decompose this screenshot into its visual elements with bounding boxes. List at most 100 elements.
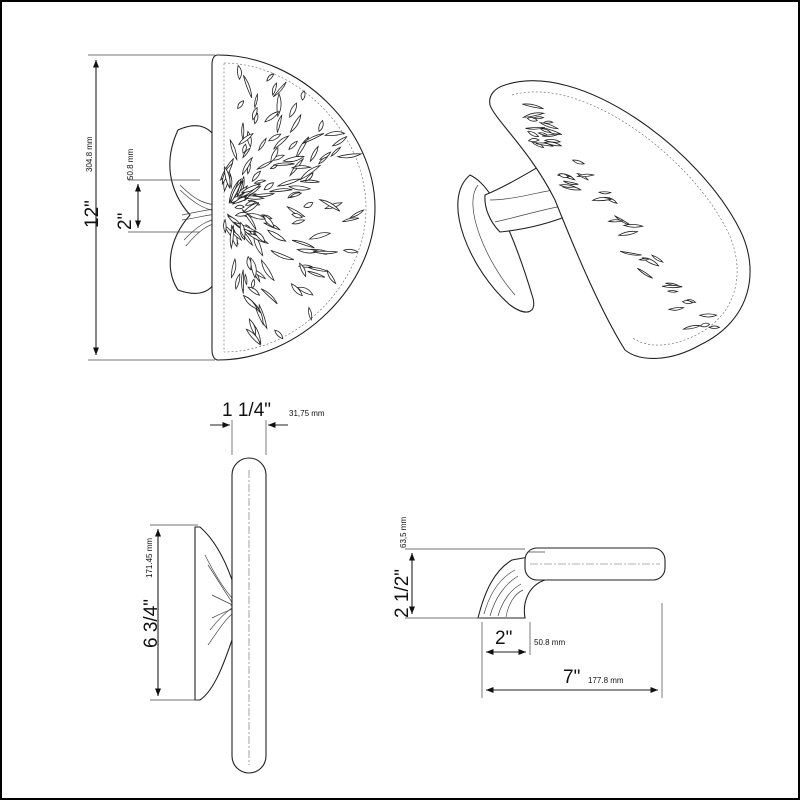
coral-hole <box>576 173 596 178</box>
coral-hole <box>230 181 242 204</box>
coral-hole <box>291 239 315 249</box>
side-diameter-mm: 31,75 mm <box>289 409 325 418</box>
coral-hole <box>269 188 293 193</box>
coral-hole <box>234 204 245 210</box>
coral-hole <box>620 250 642 256</box>
coral-hole <box>708 325 721 329</box>
coral-hole <box>245 328 262 346</box>
coral-hole <box>296 286 314 296</box>
coral-hole <box>532 116 545 120</box>
coral-hole <box>286 205 306 218</box>
coral-hole <box>638 257 651 261</box>
coral-hole <box>289 113 302 134</box>
coral-hole <box>522 103 544 110</box>
coral-hole <box>302 133 325 144</box>
top-length-inch: 7" <box>563 667 580 688</box>
coral-hole <box>289 102 297 118</box>
coral-hole <box>323 131 346 136</box>
coral-hole <box>699 322 711 328</box>
coral-hole <box>235 273 241 291</box>
coral-hole <box>637 267 653 279</box>
coral-hole <box>223 218 227 234</box>
coral-hole <box>336 153 363 159</box>
front-rose-mm: 50.8 mm <box>126 149 135 180</box>
coral-hole <box>276 114 283 134</box>
coral-hole <box>539 128 552 133</box>
front-height-mm: 304.8 mm <box>85 136 94 172</box>
coral-hole <box>254 92 258 109</box>
coral-hole <box>251 278 256 290</box>
coral-hole <box>330 146 342 158</box>
top-length-mm: 177.8 mm <box>588 676 624 685</box>
coral-hole <box>308 232 332 240</box>
coral-hole <box>525 127 546 130</box>
top-projection-inch: 2 1/2" <box>392 569 413 618</box>
coral-hole <box>617 230 639 236</box>
coral-hole <box>291 219 306 225</box>
coral-hole <box>224 165 231 189</box>
coral-hole <box>686 299 697 303</box>
coral-hole <box>276 92 282 118</box>
coral-hole <box>535 142 554 147</box>
coral-hole <box>661 284 683 289</box>
coral-hole <box>526 116 538 122</box>
coral-hole <box>622 223 645 228</box>
top-view: 2 1/2" 63,5 mm 2" 50.8 mm 7" 177.8 mm <box>392 517 666 698</box>
coral-hole <box>349 209 365 219</box>
coral-hole <box>667 307 685 311</box>
coral-hole <box>268 133 282 142</box>
coral-hole <box>240 183 262 193</box>
coral-hole <box>270 250 294 261</box>
coral-hole <box>521 112 546 118</box>
coral-hole <box>242 294 258 310</box>
coral-hole <box>236 180 244 197</box>
coral-hole <box>303 202 314 208</box>
coral-hole <box>607 219 624 223</box>
coral-hole <box>274 329 284 340</box>
coral-hole <box>541 133 560 137</box>
coral-hole <box>237 100 245 110</box>
coral-hole <box>571 159 586 165</box>
coral-hole <box>243 228 253 235</box>
coral-hole <box>342 217 359 223</box>
coral-hole <box>591 197 613 202</box>
coral-hole <box>271 82 278 97</box>
coral-hole <box>287 185 312 191</box>
coral-hole <box>230 257 237 279</box>
coral-hole <box>318 119 324 133</box>
coral-hole <box>597 191 612 195</box>
coral-hole <box>288 140 298 151</box>
coral-hole <box>241 156 253 176</box>
front-view: 12" 304.8 mm 2" 50.8 mm <box>82 54 376 361</box>
coral-hole <box>666 290 679 293</box>
coral-hole <box>273 135 290 150</box>
coral-hole <box>237 132 254 146</box>
coral-hole <box>266 229 287 242</box>
coral-hole <box>258 137 267 152</box>
coral-hole <box>527 131 540 137</box>
coral-hole <box>251 170 262 183</box>
coral-hole <box>290 283 303 297</box>
front-rose-inch: 2" <box>115 213 136 230</box>
coral-hole <box>527 138 540 143</box>
coral-hole <box>342 248 359 254</box>
coral-hole <box>263 214 275 228</box>
coral-hole <box>531 142 545 148</box>
top-rose-mm: 50.8 mm <box>534 638 565 647</box>
coral-hole <box>253 112 259 125</box>
coral-cutouts <box>219 64 365 346</box>
coral-hole <box>239 221 246 239</box>
coral-hole <box>244 273 248 286</box>
coral-hole <box>263 182 275 191</box>
coral-hole <box>282 155 305 163</box>
coral-hole <box>253 230 266 244</box>
coral-hole <box>538 122 560 130</box>
coral-hole <box>290 165 312 169</box>
coral-hole <box>299 164 322 181</box>
coral-hole <box>291 213 303 219</box>
coral-hole <box>244 201 257 206</box>
side-view: 1 1/4" 31,75 mm 6 3/4" 171.45 mm <box>141 400 325 774</box>
coral-hole <box>299 262 307 278</box>
coral-hole <box>229 224 234 250</box>
